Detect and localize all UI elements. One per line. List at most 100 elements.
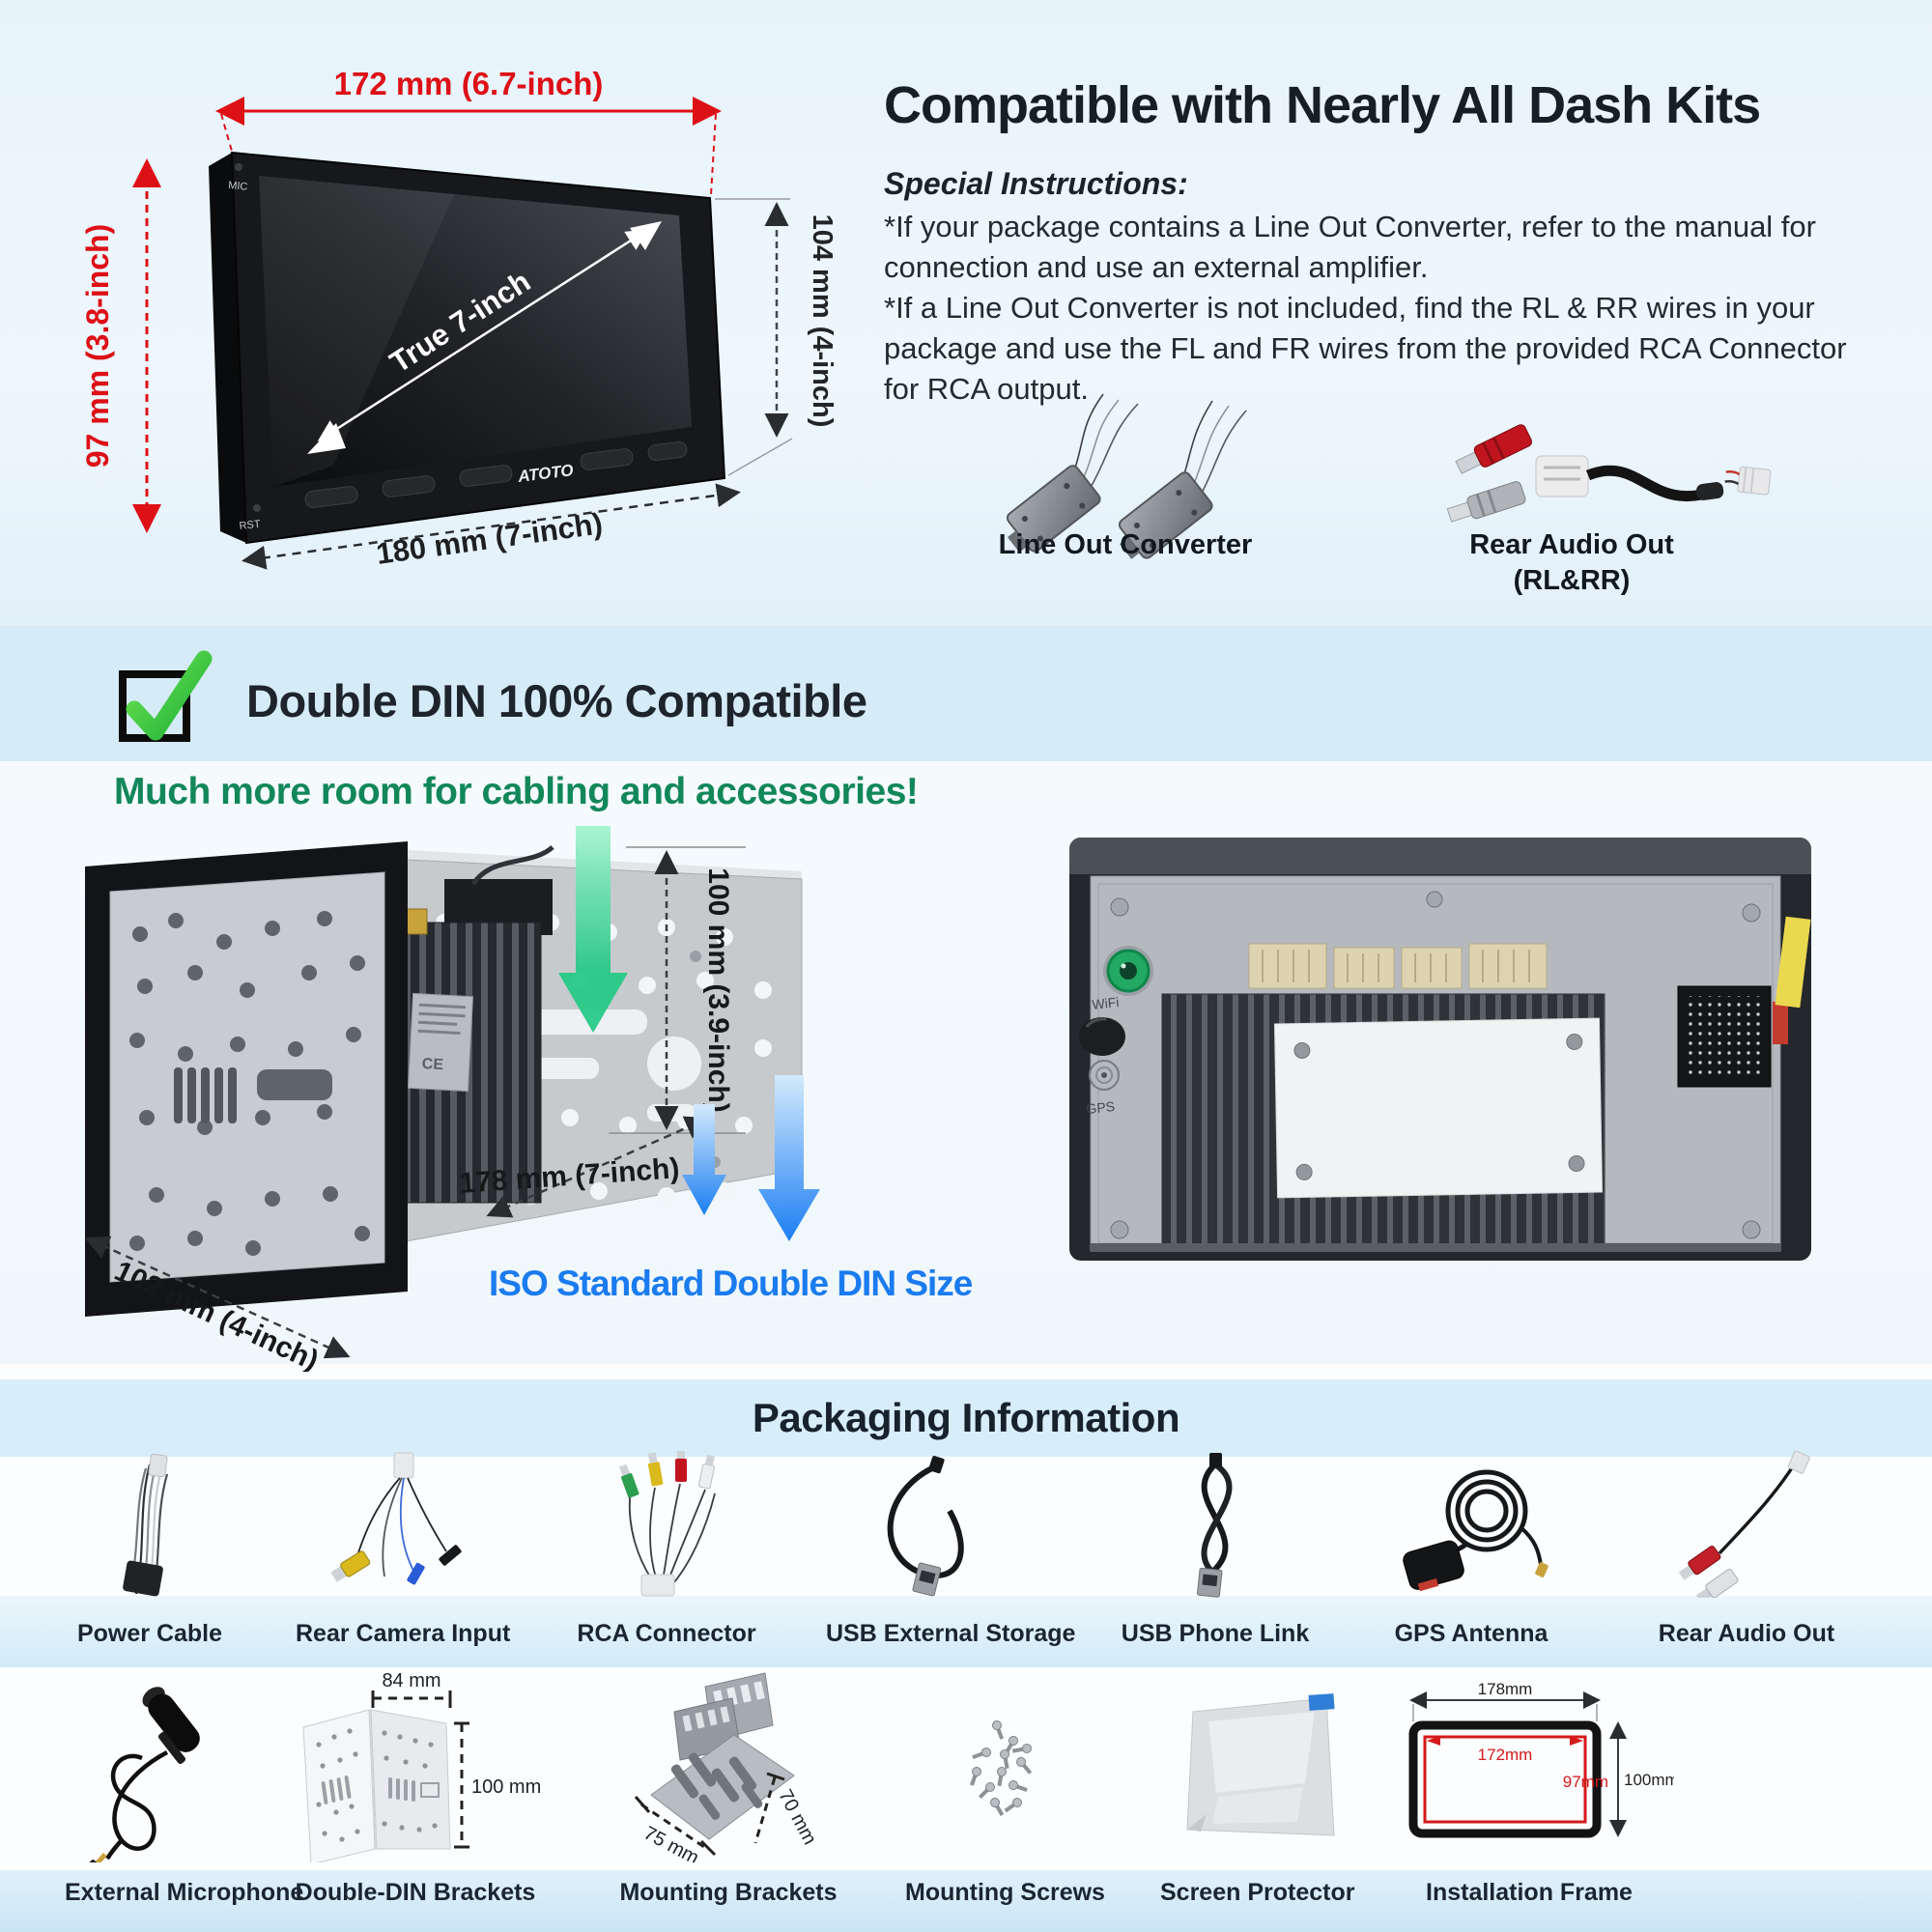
ce-mark: CE xyxy=(421,1056,443,1073)
diagonal-arrow xyxy=(317,229,649,441)
double-din-brackets-icon: 84 mm 100 mm xyxy=(302,1670,541,1862)
wifi-label: WiFi xyxy=(1092,994,1121,1012)
pin-connector-module xyxy=(1677,985,1788,1088)
fuse xyxy=(1773,1002,1788,1044)
din-height-dim-label: 100 mm xyxy=(471,1776,541,1798)
frame-outer-width-label: 178mm xyxy=(1478,1680,1533,1698)
mounting-screws-icon xyxy=(969,1720,1033,1816)
cage-width-dim-line xyxy=(486,1116,710,1218)
rca-plug-red xyxy=(1455,424,1533,474)
item-label: GPS Antenna xyxy=(1394,1620,1548,1647)
item-label: RCA Connector xyxy=(577,1620,756,1647)
package-item-usb-phone-link: USB Phone Link xyxy=(1109,1451,1321,1669)
prev-track-button xyxy=(580,448,634,470)
ce-label-plate: CE xyxy=(407,992,474,1093)
cabling-room-subtitle: Much more room for cabling and accessori… xyxy=(114,771,919,812)
diagonal-arrowhead-tr xyxy=(630,221,662,250)
external-microphone-icon xyxy=(83,1687,200,1862)
double-din-band-bg xyxy=(0,626,1932,761)
case-top-gloss xyxy=(1069,838,1811,874)
dim-ext-line xyxy=(710,113,717,196)
row2-label-band xyxy=(0,1870,1932,1932)
line-out-converter-image xyxy=(1006,393,1247,559)
gps-label: GPS xyxy=(1086,1098,1116,1117)
power-cable-icon xyxy=(123,1453,169,1597)
line-out-converter-label: Line Out Converter xyxy=(998,529,1253,560)
page-title: Compatible with Nearly All Dash Kits xyxy=(884,76,1761,134)
usb-external-storage-icon xyxy=(887,1456,964,1597)
mic-body xyxy=(142,1687,200,1764)
converter-box-1 xyxy=(1006,465,1101,553)
checkbox-check-icon xyxy=(119,650,213,742)
package-item-usb-external-storage: USB External Storage xyxy=(826,1451,1076,1669)
bracket-depth-dim-line xyxy=(753,1776,777,1844)
instruction-line: *If your package contains a Line Out Con… xyxy=(884,210,1816,243)
usb-plug xyxy=(1197,1567,1223,1598)
frame-inner-red xyxy=(1423,1735,1587,1824)
item-label: Power Cable xyxy=(76,1620,223,1647)
blue-arrow-small-icon xyxy=(682,1104,726,1215)
package-item-rear-audio-out: Rear Audio Out xyxy=(1640,1451,1853,1669)
yellow-rca-plug xyxy=(330,1550,371,1582)
din-width-dim-label: 84 mm xyxy=(382,1670,440,1691)
blue-arrow-large-icon xyxy=(758,1075,820,1241)
panel-bottom-edge xyxy=(1091,1243,1780,1252)
cable xyxy=(1585,465,1718,502)
mic-label: MIC xyxy=(228,180,248,193)
play-pause-button xyxy=(647,441,688,461)
power-connector xyxy=(123,1560,163,1597)
instruction-line: for RCA output. xyxy=(884,372,1089,406)
item-label: Installation Frame xyxy=(1426,1879,1633,1906)
package-item-rca-connector: RCA Connector xyxy=(560,1451,773,1669)
package-item-mounting-brackets: 75 mm 70 mm Mounting Brackets xyxy=(612,1669,844,1922)
frame-inner-height-label: 97mm xyxy=(1563,1773,1608,1791)
rca-plugs xyxy=(618,1451,715,1498)
rear-camera-input-icon xyxy=(330,1452,462,1585)
screen-protector-icon xyxy=(1186,1693,1335,1836)
package-item-double-din-brackets: 84 mm 100 mm Double-DIN Brackets xyxy=(280,1669,551,1922)
green-arrow-icon xyxy=(558,826,628,1033)
rst-hole xyxy=(253,504,261,512)
packaging-heading: Packaging Information xyxy=(752,1395,1180,1440)
mic-hole xyxy=(235,163,242,171)
usb-phone-link-icon xyxy=(1197,1453,1233,1598)
iso-standard-label: ISO Standard Double DIN Size xyxy=(489,1264,973,1303)
item-label: Mounting Brackets xyxy=(619,1879,838,1906)
package-item-external-microphone: External Microphone xyxy=(65,1669,303,1922)
rca-connector-icon xyxy=(618,1451,716,1597)
frame-outer-height-label: 100mm xyxy=(1624,1771,1674,1789)
dim-width-top-label: 172 mm (6.7-inch) xyxy=(334,66,604,101)
package-item-mounting-screws: Mounting Screws xyxy=(905,1669,1105,1922)
row1-label-band xyxy=(0,1596,1932,1667)
frame-inner-width-label: 172mm xyxy=(1478,1746,1533,1764)
dim-width-bottom-line xyxy=(242,483,741,570)
bracket-depth-dim-label: 70 mm xyxy=(774,1786,820,1848)
package-item-rear-camera-input: Rear Camera Input xyxy=(296,1451,511,1669)
instruction-line: *If a Line Out Converter is not included… xyxy=(884,291,1815,325)
item-label: USB Phone Link xyxy=(1121,1620,1310,1647)
package-item-gps-antenna: GPS Antenna xyxy=(1365,1451,1577,1669)
cage-depth-dim-line xyxy=(84,1236,351,1359)
head-unit-illustration: MIC RST ATOTO True 7-inch 172 mm (6.7-in… xyxy=(80,66,838,571)
item-label: Rear Camera Input xyxy=(296,1620,511,1647)
item-label: Double-DIN Brackets xyxy=(295,1879,536,1906)
screws-cluster xyxy=(969,1720,1033,1816)
item-label: USB External Storage xyxy=(826,1620,1076,1647)
black-knob xyxy=(1079,1017,1125,1056)
protector-tab xyxy=(1308,1693,1335,1711)
cage-front-frame xyxy=(85,841,408,1317)
double-din-title: Double DIN 100% Compatible xyxy=(246,675,867,726)
rear-view-illustration: WiFi GPS xyxy=(1069,838,1811,1261)
unit-side-face xyxy=(209,153,246,543)
instruction-line: connection and use an external amplifier… xyxy=(884,250,1429,284)
bracket-width-dim-label: 75 mm xyxy=(640,1823,702,1862)
installation-frame-icon: 178mm 172mm 100mm 97mm xyxy=(1408,1680,1674,1838)
mounting-brackets-icon: 75 mm 70 mm xyxy=(634,1672,820,1862)
adapter-block xyxy=(1535,455,1589,497)
check-mark xyxy=(126,650,213,741)
rst-label: RST xyxy=(239,519,261,532)
item-label: Rear Audio Out xyxy=(1658,1620,1835,1647)
red-rca-plug xyxy=(1678,1546,1721,1580)
dim-height-right-label: 104 mm (4-inch) xyxy=(807,214,838,428)
mounting-cage-illustration: CE 100 m xyxy=(84,826,974,1372)
